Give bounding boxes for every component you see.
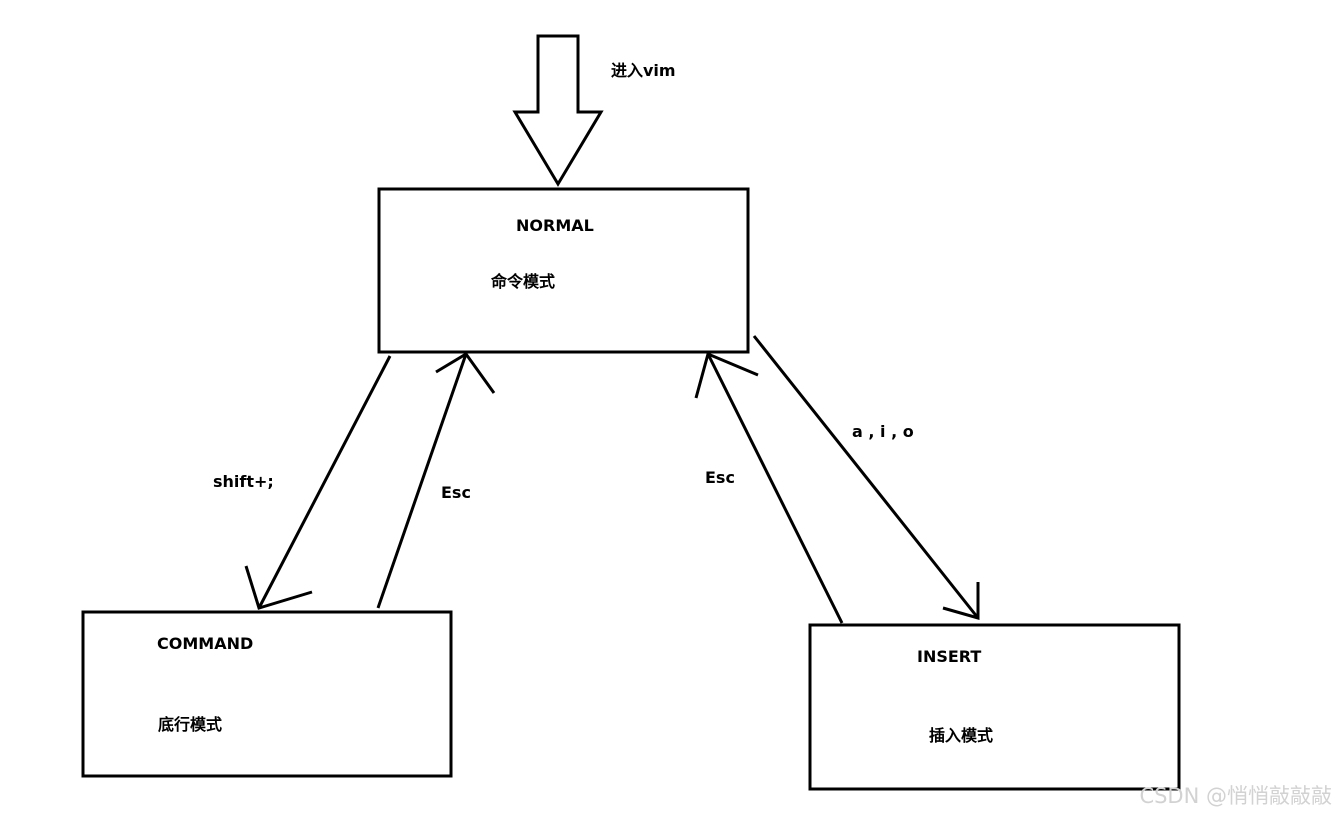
- insert-mode-box: INSERT 插入模式: [808, 623, 1181, 791]
- normal-mode-box: NORMAL 命令模式: [377, 187, 750, 354]
- insert-box-frame: [808, 623, 1181, 791]
- command-subtitle: 底行模式: [158, 715, 222, 734]
- entry-label: 进入vim: [611, 61, 676, 80]
- edge-command-to-normal: [376, 352, 496, 609]
- command-title: COMMAND: [157, 634, 253, 653]
- command-box-frame: [81, 610, 453, 778]
- watermark: CSDN @悄悄敲敲敲: [1139, 784, 1332, 808]
- normal-subtitle: 命令模式: [490, 272, 555, 291]
- normal-title: NORMAL: [516, 216, 594, 235]
- edge-normal-to-command-label: shift+;: [213, 472, 274, 491]
- edge-insert-to-normal: [694, 351, 844, 624]
- edge-command-to-normal-label: Esc: [441, 483, 471, 502]
- edge-normal-to-insert-label: a , i , o: [852, 422, 914, 441]
- insert-subtitle: 插入模式: [929, 726, 993, 745]
- edge-normal-to-command-line: [257, 355, 392, 609]
- edge-command-to-normal-line: [376, 353, 468, 609]
- edge-normal-to-command: [244, 355, 392, 610]
- edge-insert-to-normal-label: Esc: [705, 468, 735, 487]
- edge-insert-to-normal-arrowhead: [694, 351, 759, 399]
- normal-box-frame: [377, 187, 750, 354]
- edge-normal-to-insert-arrowhead: [942, 582, 980, 620]
- edge-normal-to-insert: [752, 335, 980, 620]
- edge-normal-to-insert-line: [752, 335, 980, 619]
- edge-normal-to-command-arrowhead: [244, 565, 313, 610]
- entry-arrow: [512, 34, 604, 187]
- edge-insert-to-normal-line: [706, 353, 844, 624]
- edge-command-to-normal-arrowhead: [435, 352, 496, 394]
- command-mode-box: COMMAND 底行模式: [81, 610, 453, 778]
- insert-title: INSERT: [917, 647, 981, 666]
